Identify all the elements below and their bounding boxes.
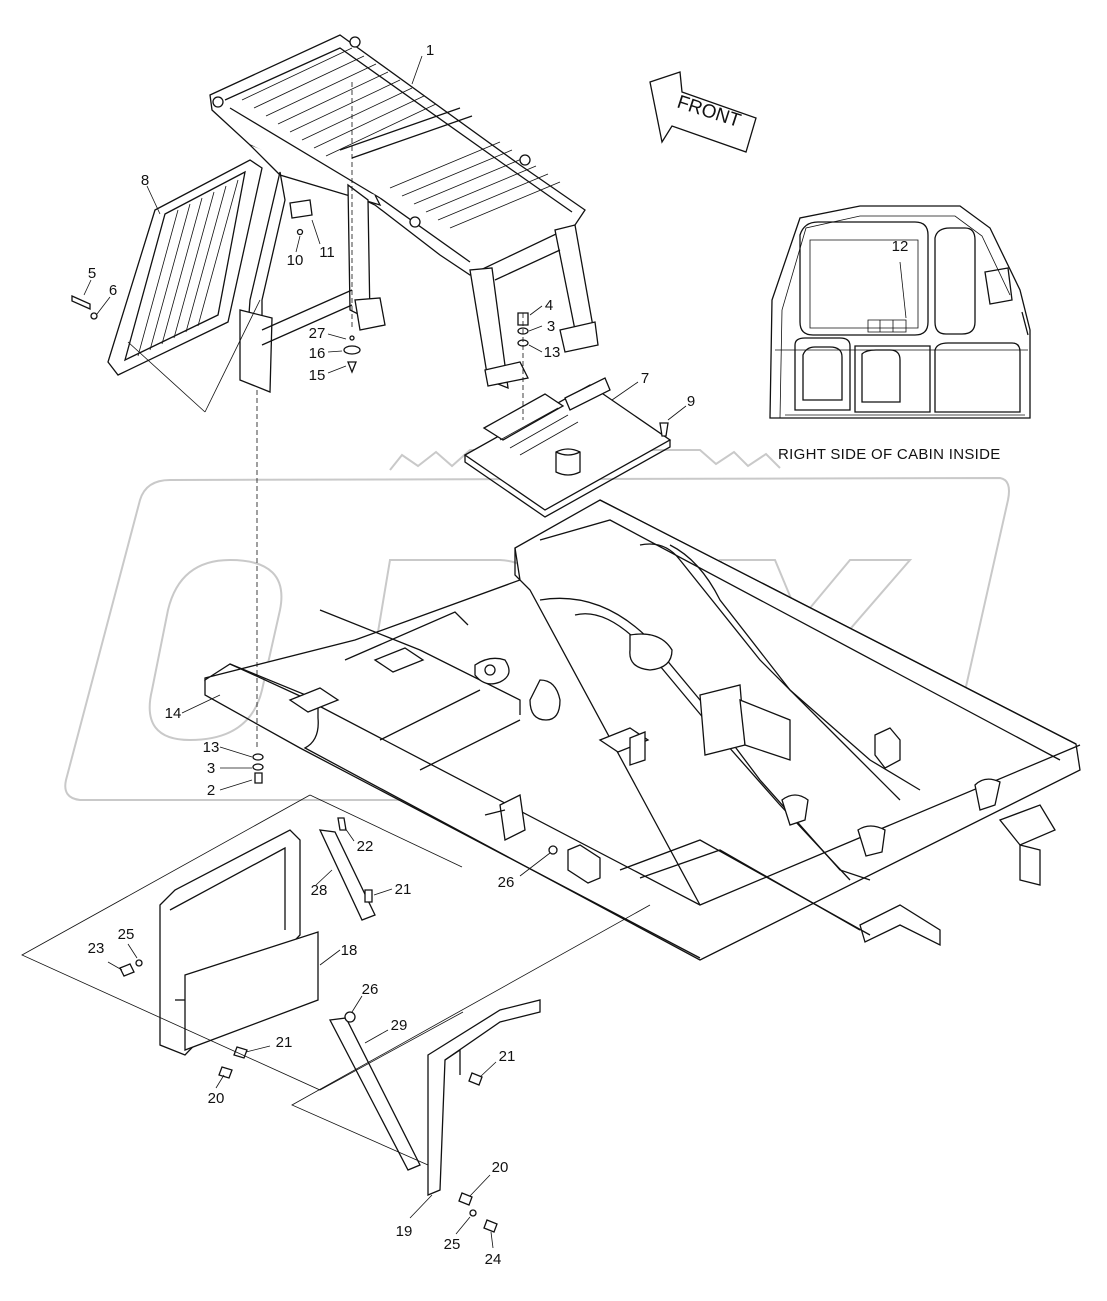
callout-21-c: 21 — [276, 1034, 293, 1051]
callout-21-a: 21 — [395, 881, 412, 898]
callout-29: 29 — [391, 1017, 408, 1034]
callout-18: 18 — [341, 942, 358, 959]
callout-13-upper: 13 — [544, 344, 561, 361]
inset-caption: RIGHT SIDE OF CABIN INSIDE — [778, 446, 1001, 463]
main-frame — [204, 499, 1081, 961]
callout-3-upper: 3 — [547, 318, 555, 335]
cabin-inset: RIGHT SIDE OF CABIN INSIDE — [769, 205, 1031, 463]
lower-parts — [159, 829, 541, 1196]
callout-26-b: 26 — [362, 981, 379, 998]
callout-25-b: 25 — [444, 1236, 461, 1253]
front-arrow: FRONT — [649, 71, 757, 153]
callout-22: 22 — [357, 838, 374, 855]
side-grille — [107, 159, 263, 376]
callout-27: 27 — [309, 325, 326, 342]
callout-3-lower: 3 — [207, 760, 215, 777]
callout-6: 6 — [109, 282, 117, 299]
callout-13-lower: 13 — [203, 739, 220, 756]
step-plate — [463, 377, 672, 518]
callout-28: 28 — [311, 882, 328, 899]
callout-19: 19 — [396, 1223, 413, 1240]
callout-4: 4 — [545, 297, 553, 314]
callout-9: 9 — [687, 393, 695, 410]
callout-10: 10 — [287, 252, 304, 269]
callout-8: 8 — [141, 172, 149, 189]
callout-20-b: 20 — [492, 1159, 509, 1176]
front-arrow-label: FRONT — [674, 92, 743, 132]
callout-23: 23 — [88, 940, 105, 957]
callout-24: 24 — [485, 1251, 502, 1268]
callout-5: 5 — [88, 265, 96, 282]
callout-12: 12 — [892, 238, 909, 255]
fasteners — [71, 228, 669, 1233]
callout-20-a: 20 — [208, 1090, 225, 1107]
callouts: 1 8 5 6 10 11 27 16 15 4 3 13 7 9 12 14 … — [88, 42, 909, 1268]
callout-16: 16 — [309, 345, 326, 362]
callout-25-a: 25 — [118, 926, 135, 943]
callout-14: 14 — [165, 705, 182, 722]
leader-lines — [21, 55, 907, 1249]
callout-11: 11 — [319, 244, 335, 261]
callout-21-b: 21 — [499, 1048, 516, 1065]
callout-7: 7 — [641, 370, 649, 387]
callout-1: 1 — [426, 42, 434, 59]
callout-15: 15 — [309, 367, 326, 384]
top-guard — [209, 34, 599, 393]
callout-26-a: 26 — [498, 874, 515, 891]
callout-2: 2 — [207, 782, 215, 799]
